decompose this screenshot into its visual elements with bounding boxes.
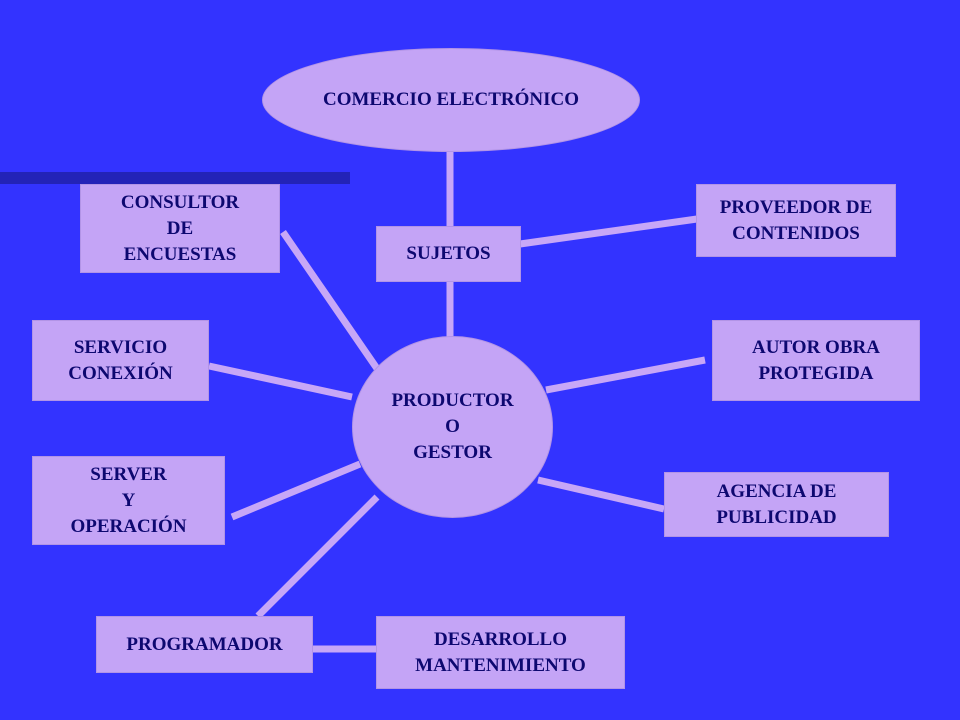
node-programador[interactable]: PROGRAMADOR [96,616,313,673]
node-proveedor-contenidos[interactable]: PROVEEDOR DE CONTENIDOS [696,184,896,257]
node-comercio-electronico[interactable]: COMERCIO ELECTRÓNICO [262,48,640,152]
connector-autor-center [545,356,706,394]
node-label-line: PROGRAMADOR [126,633,283,655]
node-label-line: MANTENIMIENTO [415,654,586,676]
node-label-line: SUJETOS [406,243,491,264]
node-servicio-conexion[interactable]: SERVICIO CONEXIÓN [32,320,209,401]
node-label-line: CONSULTOR [120,191,240,213]
node-label-line: SERVICIO [73,336,168,358]
node-label-line: PROTEGIDA [758,362,874,384]
node-label-line: PUBLICIDAD [716,506,837,528]
node-label-line: PROVEEDOR DE [719,196,873,218]
node-consultor-encuestas[interactable]: CONSULTOR DE ENCUESTAS [80,184,280,273]
node-label-line: GESTOR [413,442,492,463]
node-agencia-publicidad[interactable]: AGENCIA DE PUBLICIDAD [664,472,889,537]
node-label-line: DE [166,217,194,239]
node-label-line: CONEXIÓN [68,362,173,384]
node-label-line: PRODUCTOR [391,390,514,411]
decorative-bar [0,172,350,184]
node-label-line: O [445,416,460,437]
node-label-line: SERVER [90,463,167,485]
node-label-line: COMERCIO ELECTRÓNICO [323,89,579,110]
node-label-line: CONTENIDOS [732,222,860,244]
connector-consultor-center [280,230,381,372]
node-productor-gestor[interactable]: PRODUCTOR O GESTOR [352,336,553,518]
node-desarrollo-mantenimiento[interactable]: DESARROLLO MANTENIMIENTO [376,616,625,689]
connector-sujetos-proveedor [519,215,698,248]
node-label-line: Y [121,489,136,511]
connector-server-center [230,460,362,521]
node-label-line: AGENCIA DE [716,480,837,502]
connector-programador-center [255,494,380,619]
node-server-operacion[interactable]: SERVER Y OPERACIÓN [32,456,225,545]
node-autor-obra-protegida[interactable]: AUTOR OBRA PROTEGIDA [712,320,920,401]
node-label-line: OPERACIÓN [70,515,187,537]
node-label-line: DESARROLLO [433,628,568,650]
node-label-line: AUTOR OBRA [752,336,880,358]
node-sujetos[interactable]: SUJETOS [376,226,521,282]
node-label-line: ENCUESTAS [123,243,237,265]
connector-agencia-center [537,476,665,513]
connector-servicio-center [208,362,353,401]
